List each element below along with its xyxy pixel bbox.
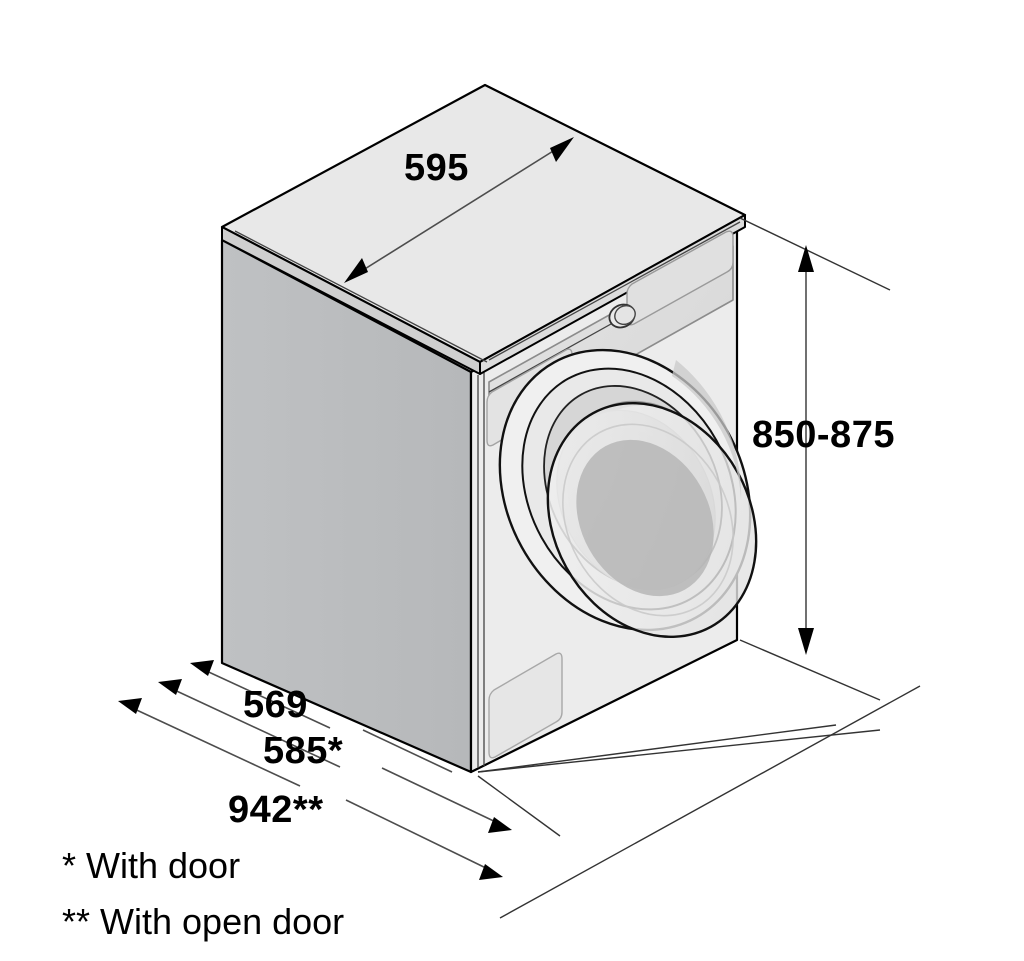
service-flap bbox=[488, 652, 563, 759]
control-knob[interactable] bbox=[605, 300, 638, 332]
dimension-942: 942** bbox=[118, 698, 503, 880]
display-window bbox=[626, 230, 734, 326]
dimension-label-585: 585* bbox=[263, 730, 343, 772]
dimension-850-875: 850-875 bbox=[739, 217, 895, 701]
ground-reference-lines bbox=[477, 685, 921, 919]
dimension-569: 569 bbox=[190, 660, 453, 773]
dimension-label-595: 595 bbox=[404, 147, 469, 189]
door-glass-lens bbox=[576, 439, 714, 597]
machine-body bbox=[220, 83, 799, 774]
door-assembly[interactable] bbox=[451, 305, 799, 675]
dimension-label-height: 850-875 bbox=[752, 414, 895, 456]
dimension-label-569: 569 bbox=[243, 684, 308, 726]
dimension-585: 585* bbox=[158, 679, 512, 833]
top-panel-right-lip bbox=[479, 214, 746, 375]
dimension-label-942: 942** bbox=[228, 789, 323, 831]
dimension-595: 595 bbox=[344, 137, 574, 283]
door-highlight-crescent bbox=[672, 360, 742, 500]
footnote-with-door: * With door bbox=[62, 845, 240, 886]
door-glass-inner-reflection bbox=[562, 423, 734, 617]
footnote-with-open-door: ** With open door bbox=[62, 901, 344, 942]
footnotes: * With door ** With open door bbox=[62, 845, 344, 942]
